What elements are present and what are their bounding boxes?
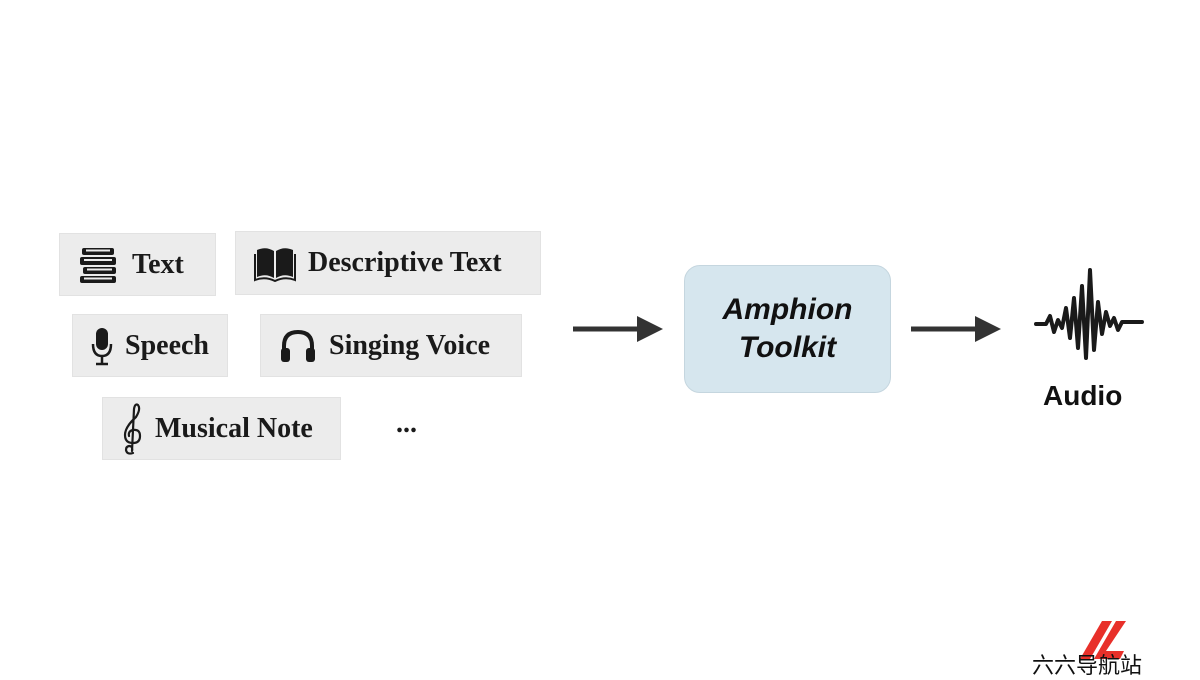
- input-label-speech: Speech: [125, 329, 209, 361]
- input-chip-singing-voice: Singing Voice: [260, 314, 522, 377]
- toolkit-title-line1: Amphion: [722, 293, 853, 326]
- treble-clef-icon: [121, 401, 143, 457]
- site-logo-icon: [1080, 621, 1126, 659]
- arrow-to-audio: [911, 316, 1001, 342]
- audio-label: Audio: [1043, 380, 1123, 411]
- input-chip-descriptive-text: Descriptive Text: [235, 231, 541, 295]
- toolkit-title-line2: Toolkit: [738, 331, 837, 364]
- input-chip-speech: Speech: [72, 314, 228, 377]
- input-label-singing-voice: Singing Voice: [329, 329, 491, 361]
- more-inputs-ellipsis: ...: [396, 408, 417, 439]
- input-label-musical-note: Musical Note: [155, 412, 313, 444]
- arrow-to-toolkit: [573, 316, 663, 342]
- input-label-text: Text: [132, 248, 184, 280]
- audio-waveform-icon: [1034, 268, 1144, 360]
- headphones-icon: [279, 328, 317, 364]
- input-chip-musical-note: Musical Note: [102, 397, 341, 460]
- amphion-toolkit-box: Amphion Toolkit: [684, 265, 891, 393]
- books-icon: [78, 245, 120, 285]
- microphone-icon: [91, 326, 113, 366]
- open-book-icon: [254, 244, 296, 282]
- watermark-text: 六六导航站: [1032, 654, 1143, 679]
- input-chip-text: Text: [59, 233, 216, 296]
- input-label-descriptive-text: Descriptive Text: [308, 247, 502, 278]
